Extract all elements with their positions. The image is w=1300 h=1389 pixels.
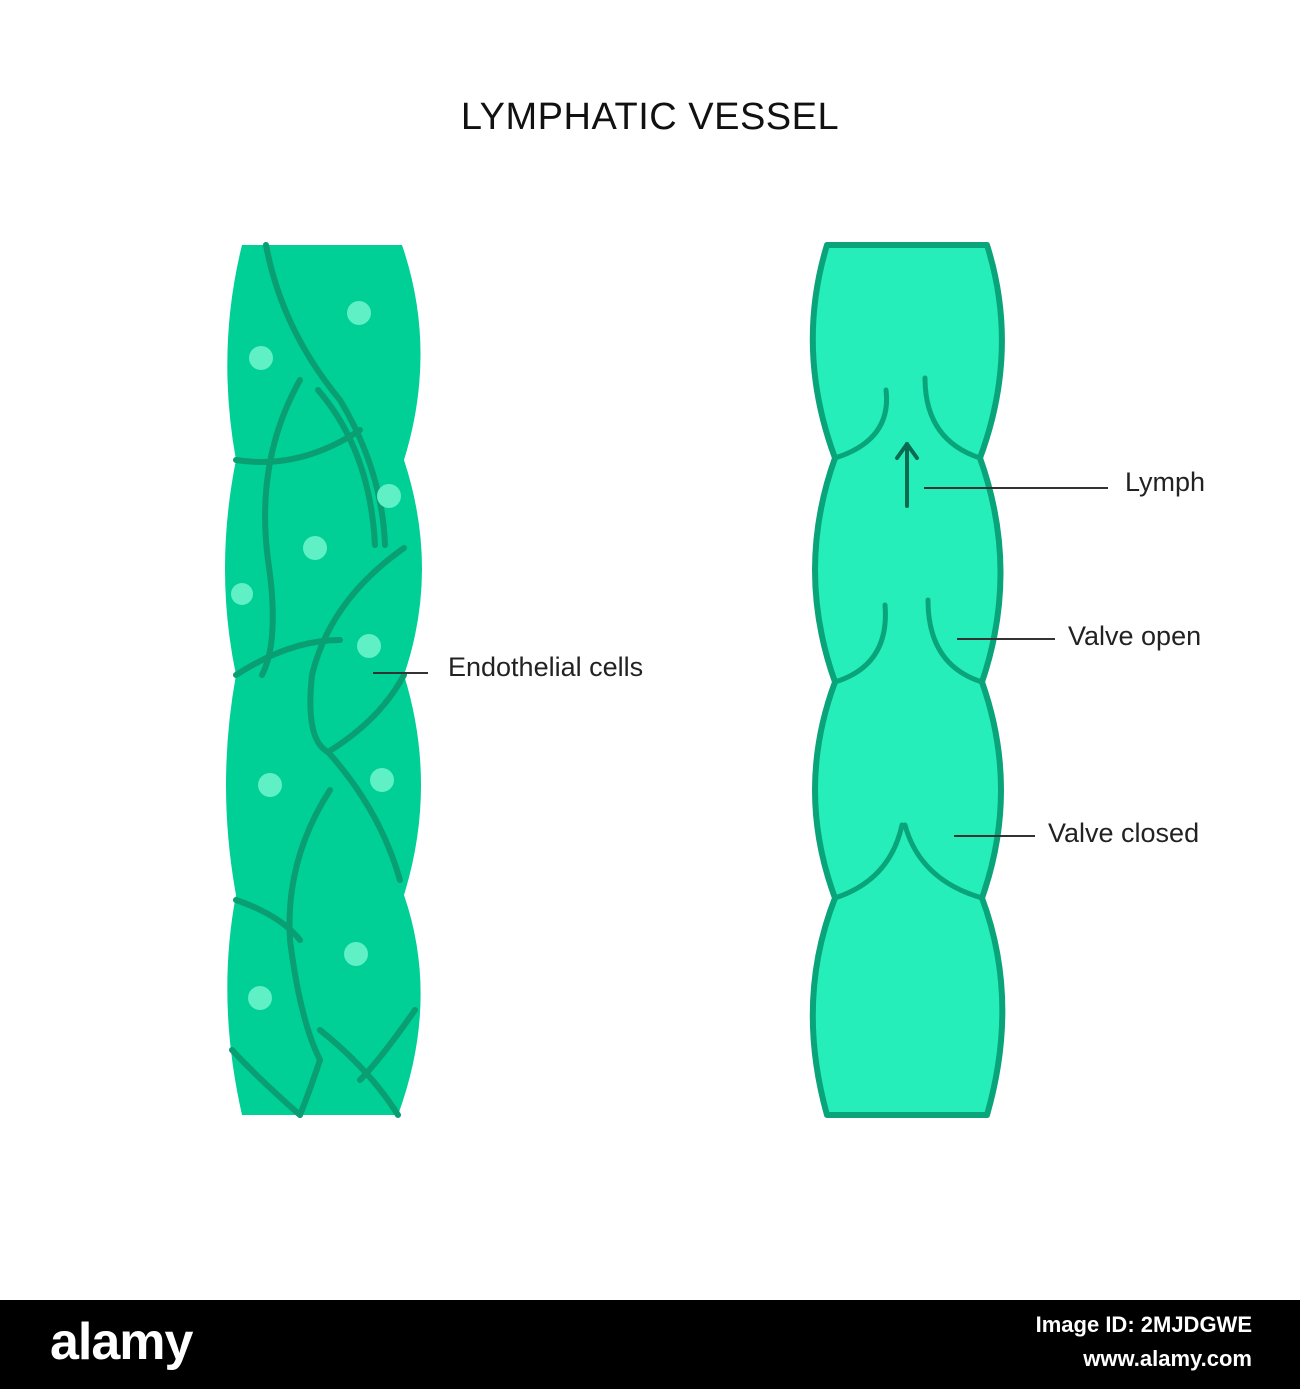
valve-closed-left [832,822,905,901]
valve-upper-right [922,375,983,461]
valve-closed-right [902,822,985,901]
right-vessel-body [809,242,1006,1118]
valve-middle-left [832,602,888,685]
valve-middle-right [925,597,985,685]
label-lymph: Lymph [1125,467,1206,497]
valves [832,375,985,901]
brand-logo: alamy [50,1313,193,1371]
cell-borders [229,242,418,1118]
cell-nuclei [231,301,401,1010]
lymph-flow-arrow [895,442,919,508]
label-valve-open: Valve open [1068,621,1202,651]
image-id: Image ID: 2MJDGWE [1035,1312,1252,1337]
lymphatic-vessel-diagram [225,242,1108,1118]
footer-bar: alamy Image ID: 2MJDGWE www.alamy.com [0,1300,1300,1389]
label-valve-closed: Valve closed [1048,818,1200,848]
valve-upper-left [832,387,890,461]
label-endothelial-cells: Endothelial cells [448,652,644,682]
right-vessel [809,242,1006,1118]
leader-lines [373,487,1108,837]
site-url: www.alamy.com [1083,1346,1252,1371]
diagram-title: LYMPHATIC VESSEL [460,96,840,138]
left-vessel [225,242,422,1118]
